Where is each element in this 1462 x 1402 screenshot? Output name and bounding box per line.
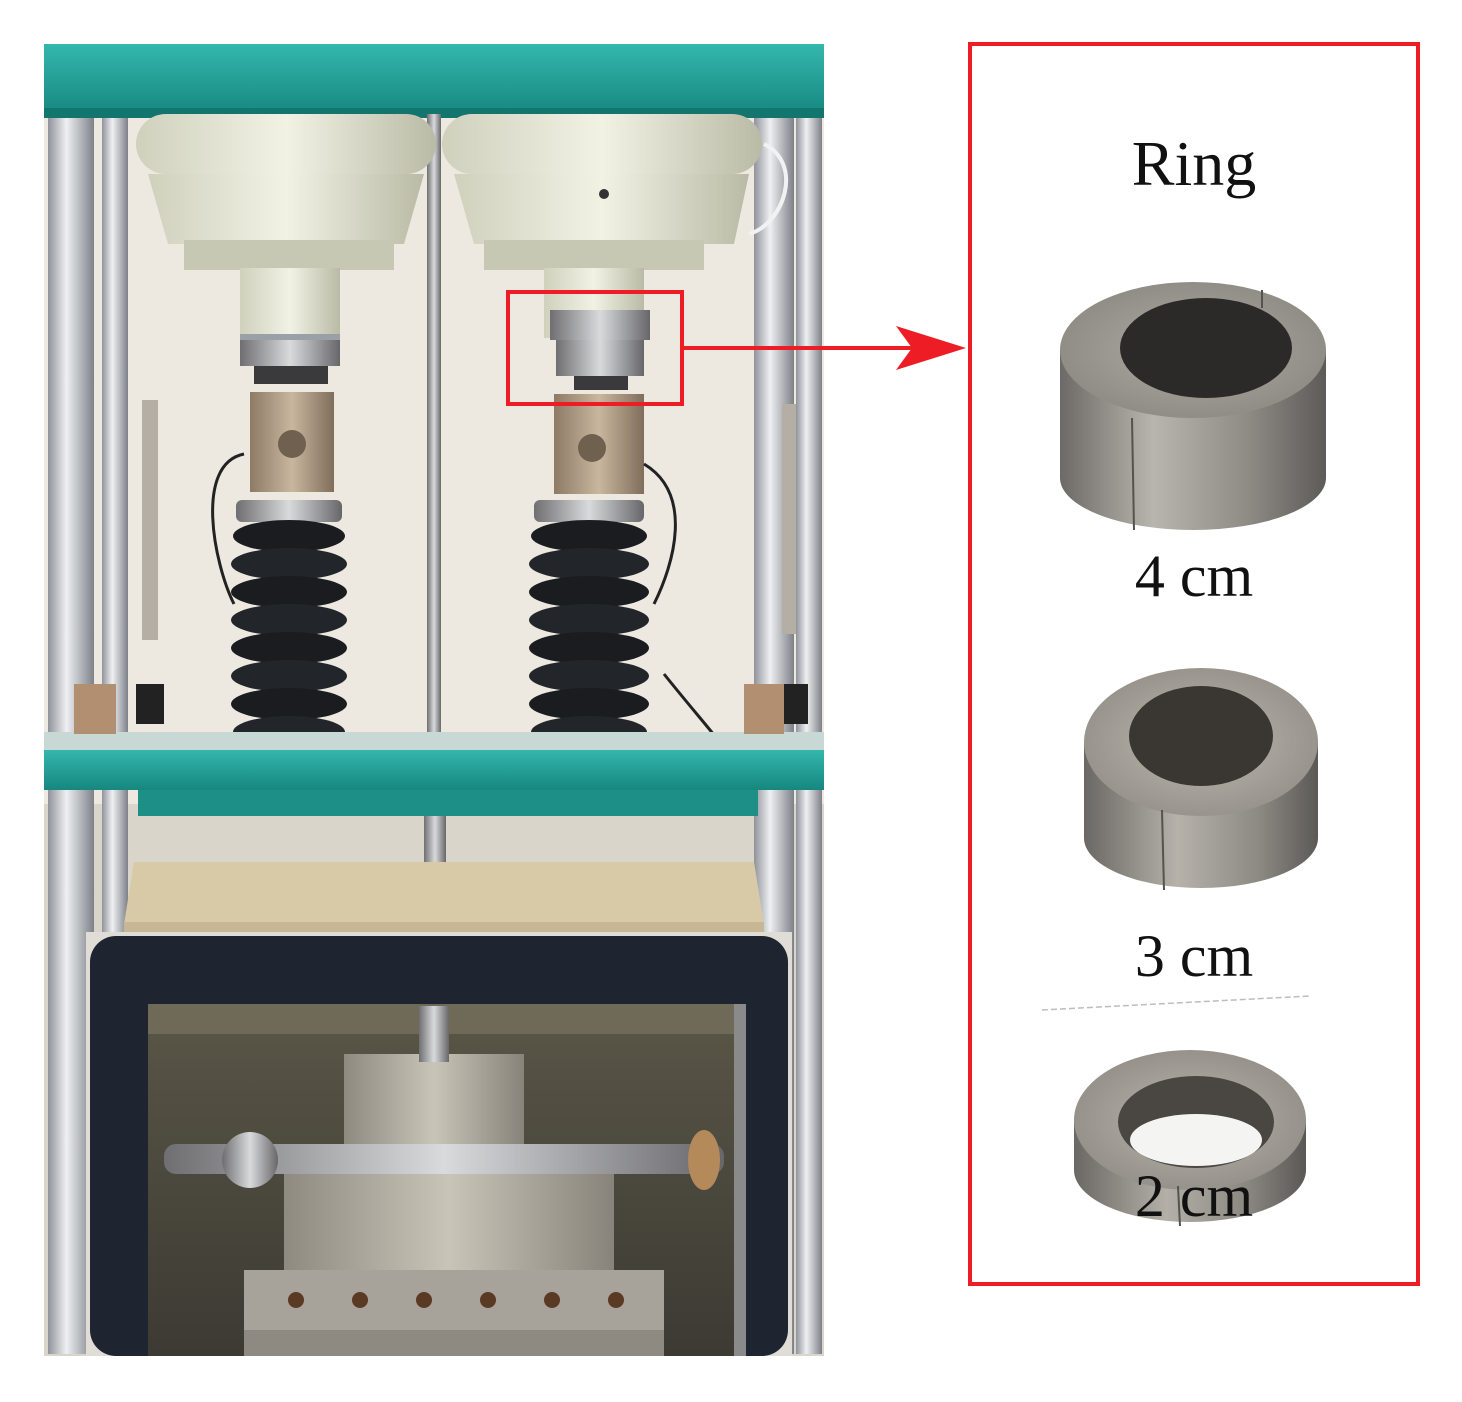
ring-4cm-image <box>1048 268 1338 538</box>
ring-panel: Ring <box>968 42 1420 1286</box>
ring-2cm-image <box>1068 1042 1312 1232</box>
ring-2cm-label: 2 cm <box>1134 1163 1254 1229</box>
ring-3cm-image <box>1076 652 1326 902</box>
right-spring <box>529 520 649 748</box>
right-motor <box>442 114 762 338</box>
panel-title: Ring <box>1131 128 1257 199</box>
ring-3cm-label: 3 cm <box>1134 923 1254 989</box>
test-machine-photo <box>44 44 824 1356</box>
arrow-head <box>896 326 966 370</box>
left-motor <box>136 114 436 338</box>
divider <box>1042 995 1311 1011</box>
ring-4cm-label: 4 cm <box>1134 543 1254 609</box>
